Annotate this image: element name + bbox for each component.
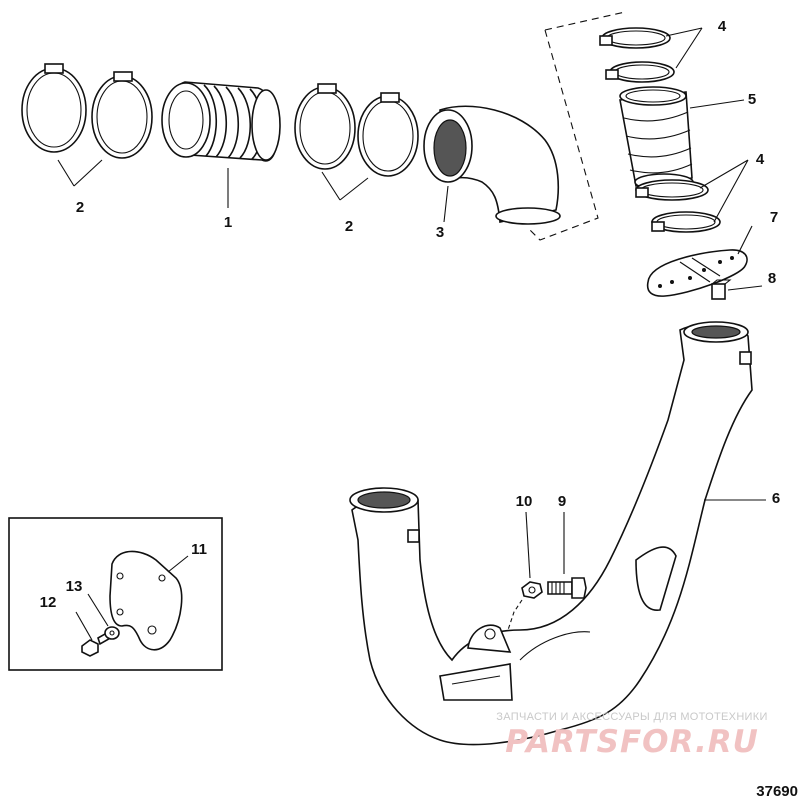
callout-10: 10 — [516, 493, 533, 510]
callout-11: 11 — [191, 541, 207, 558]
mounting-plate — [109, 550, 183, 651]
small-plug — [711, 279, 732, 300]
callout-2-right: 2 — [345, 218, 353, 235]
callout-7: 7 — [770, 209, 778, 226]
exhaust-bellows — [161, 81, 281, 162]
exhaust-hose — [619, 86, 694, 191]
callout-13: 13 — [66, 578, 83, 595]
nut — [521, 581, 543, 599]
hose-clamp-upper-1 — [599, 27, 671, 49]
callout-4-lower: 4 — [756, 151, 765, 168]
exhaust-pipe — [349, 321, 753, 746]
callout-5: 5 — [748, 91, 756, 108]
hose-clamp-right-2 — [357, 92, 419, 177]
exhaust-elbow — [423, 105, 561, 225]
hose-clamp-left-2 — [91, 71, 153, 159]
gasket — [646, 249, 748, 297]
callout-6: 6 — [772, 490, 780, 507]
callout-4-upper: 4 — [718, 18, 727, 35]
figure-number: 37690 — [756, 783, 798, 800]
inset-washer — [104, 626, 120, 640]
hose-clamp-left-1 — [21, 63, 87, 153]
hose-clamp-right-1 — [294, 83, 356, 170]
hose-clamp-lower-1 — [635, 179, 709, 201]
leader-lines — [57, 27, 766, 641]
bolt-dashed-guide — [507, 599, 523, 631]
hose-clamp-lower-2 — [651, 211, 721, 233]
callout-2-left: 2 — [76, 199, 84, 216]
callout-3: 3 — [436, 224, 444, 241]
callout-8: 8 — [768, 270, 776, 287]
kit-dashed-outline — [529, 11, 626, 241]
callout-1: 1 — [224, 214, 232, 231]
bolt — [547, 577, 587, 599]
hose-clamp-upper-2 — [605, 61, 675, 83]
callout-9: 9 — [558, 493, 566, 510]
callout-12: 12 — [40, 594, 57, 611]
watermark-tagline: ЗАПЧАСТИ И АКСЕССУАРЫ ДЛЯ МОТОТЕХНИКИ — [496, 711, 767, 723]
watermark-brand: PARTSFOR.RU — [505, 724, 759, 760]
